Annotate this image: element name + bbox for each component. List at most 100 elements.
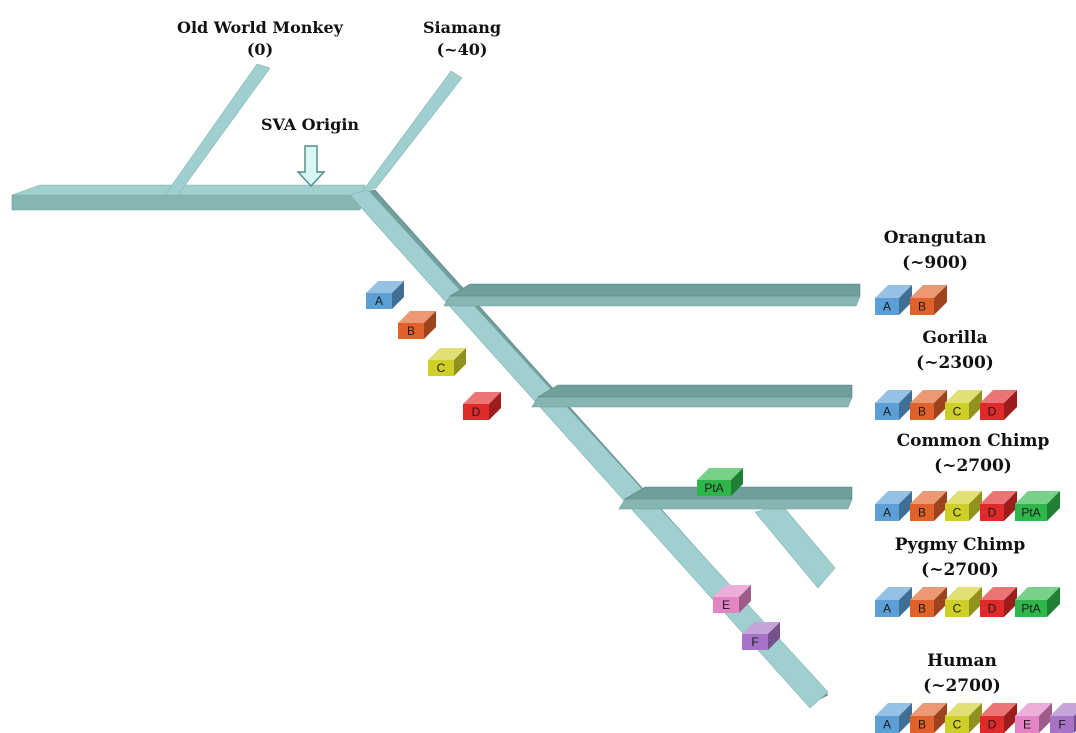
common-chimp-block-label: A: [883, 506, 891, 520]
orangutan-branch-front: [443, 295, 861, 307]
common-chimp-block-pta: PtA: [1015, 491, 1060, 521]
human-block-front: [945, 716, 969, 733]
branch-marker-block-top: [713, 585, 751, 597]
taxon-count-orangutan: (~900): [902, 253, 968, 273]
common-chimp-block-d: D: [980, 491, 1017, 521]
branch-marker-block-side: [731, 468, 743, 496]
common-chimp-block-a: A: [875, 491, 912, 521]
pygmy-chimp-block-top: [1015, 587, 1060, 600]
common-chimp-block-front: [875, 504, 899, 521]
tree-branches: [11, 63, 861, 709]
pygmy-chimp-block-c: C: [945, 587, 982, 617]
branch-marker-block-side: [454, 348, 466, 376]
pygmy-chimp-block-label: B: [918, 602, 926, 616]
gorilla-block-front: [875, 403, 899, 420]
orangutan-block-label: A: [883, 300, 891, 314]
human-block-top: [1015, 703, 1052, 716]
pygmy-chimp-block-front: [945, 600, 969, 617]
common-chimp-branch-top: [623, 486, 853, 500]
pygmy-chimp-block-side: [934, 587, 947, 617]
pygmy-chimp-block-side: [1047, 587, 1060, 617]
human-block-d: D: [980, 703, 1017, 733]
branch-marker-block-top: [366, 281, 404, 293]
human-block-front: [910, 716, 934, 733]
common-chimp-block-top: [945, 491, 982, 504]
branch-marker-block-top: [463, 392, 501, 404]
human-block-label: F: [1058, 718, 1065, 732]
pygmy-chimp-block-label: C: [953, 602, 962, 616]
branch-marker-block-top: [398, 311, 436, 323]
branch-marker-block-label: E: [722, 598, 730, 612]
common-chimp-block-label: C: [953, 506, 962, 520]
human-block-e: E: [1015, 703, 1052, 733]
human-block-label: C: [953, 718, 962, 732]
gorilla-block-top: [875, 390, 912, 403]
human-block-top: [875, 703, 912, 716]
gorilla-block-b: B: [910, 390, 947, 420]
taxon-count-human: (~2700): [923, 676, 1001, 696]
pygmy-chimp-block-label: D: [988, 602, 997, 616]
gorilla-block-front: [910, 403, 934, 420]
human-block-top: [910, 703, 947, 716]
human-block-c: C: [945, 703, 982, 733]
gorilla-block-label: D: [988, 405, 997, 419]
human-block-top: [945, 703, 982, 716]
human-block-side: [1039, 703, 1052, 733]
orangutan-block-a: A: [875, 285, 912, 315]
gorilla-block-front: [980, 403, 1004, 420]
common-chimp-block-top: [910, 491, 947, 504]
human-block-side: [899, 703, 912, 733]
taxon-count-siamang: (~40): [437, 40, 488, 59]
orangutan-block-side: [899, 285, 912, 315]
pygmy-chimp-block-side: [899, 587, 912, 617]
pygmy-chimp-block-front: [1015, 600, 1047, 617]
pygmy-chimp-branch: [754, 504, 836, 589]
pygmy-chimp-block-front: [980, 600, 1004, 617]
down-arrow-icon: [296, 145, 326, 188]
main-trunk-top: [349, 189, 829, 709]
branch-marker-block-side: [768, 622, 780, 650]
common-chimp-block-top: [1015, 491, 1060, 504]
branch-marker-block-label: D: [472, 405, 481, 419]
human-block-front: [980, 716, 1004, 733]
human-block-top: [980, 703, 1017, 716]
old-world-monkey-branch: [164, 63, 271, 196]
branch-marker-block-front: [742, 634, 768, 650]
branch-marker-block-label: A: [375, 294, 383, 308]
taxon-name-gorilla: Gorilla: [922, 328, 987, 348]
common-chimp-branch-front: [618, 498, 853, 510]
orangutan-block-top: [910, 285, 947, 298]
branch-marker-block-top: [428, 348, 466, 360]
pygmy-chimp-block-pta: PtA: [1015, 587, 1060, 617]
pygmy-chimp-block-front: [875, 600, 899, 617]
branch-marker-block-front: [463, 404, 489, 420]
gorilla-block-top: [980, 390, 1017, 403]
human-block-top: [1050, 703, 1076, 716]
branch-marker-block-pta: PtA: [697, 468, 743, 496]
taxon-count-common-chimp: (~2700): [934, 456, 1012, 476]
pygmy-chimp-block-a: A: [875, 587, 912, 617]
gorilla-block-side: [969, 390, 982, 420]
common-chimp-block-label: D: [988, 506, 997, 520]
branch-marker-block-front: [428, 360, 454, 376]
common-chimp-block-top: [980, 491, 1017, 504]
pygmy-chimp-block-side: [969, 587, 982, 617]
branch-marker-block-front: [697, 480, 731, 496]
branch-marker-block-front: [713, 597, 739, 613]
gorilla-branch-front: [531, 396, 853, 408]
human-block-side: [969, 703, 982, 733]
pygmy-chimp-block-b: B: [910, 587, 947, 617]
common-chimp-block-front: [1015, 504, 1047, 521]
branch-marker-block-label: C: [437, 361, 446, 375]
taxon-name-pygmy-chimp: Pygmy Chimp: [895, 535, 1026, 555]
pygmy-chimp-block-top: [875, 587, 912, 600]
gorilla-block-label: B: [918, 405, 926, 419]
pygmy-chimp-block-top: [980, 587, 1017, 600]
taxon-name-orangutan: Orangutan: [884, 228, 987, 248]
common-chimp-block-b: B: [910, 491, 947, 521]
